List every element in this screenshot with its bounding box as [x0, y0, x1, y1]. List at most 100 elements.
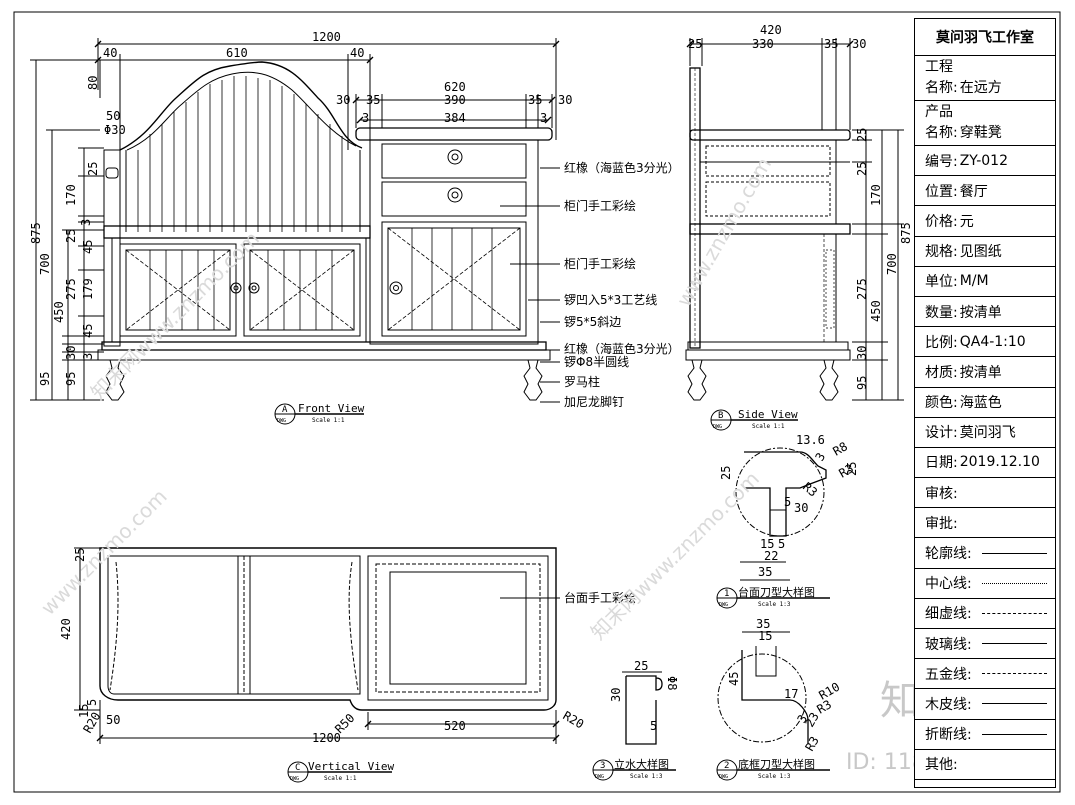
dim-d1-3: 3 [812, 450, 828, 463]
dim-d1-22: 22 [764, 549, 778, 563]
dim-side-875: 875 [899, 222, 913, 244]
dim-d2-23: 23 [802, 710, 821, 730]
row-label: 审核: [925, 485, 958, 502]
dim-cab-384: 384 [444, 111, 466, 125]
dim-h-170: 170 [64, 184, 78, 206]
title-block-row: 玻璃线: [915, 629, 1055, 660]
dim-front-arch: 80 [86, 76, 100, 90]
dim-front-50: 50 [106, 109, 120, 123]
note-door-paint-2: 柜门手工彩绘 [564, 256, 636, 271]
dim-side-275: 275 [855, 278, 869, 300]
row-value: 穿鞋凳 [959, 125, 1002, 141]
dim-front-phi30: Φ30 [104, 123, 126, 137]
dim-h-875: 875 [29, 222, 43, 244]
dim-d1-R8: R8 [831, 439, 851, 458]
dim-cab-3b: 3 [540, 111, 547, 125]
dim-d1-15: 15 [760, 537, 774, 551]
row-value: 见图纸 [959, 244, 1002, 261]
dim-d3-5: 5 [650, 719, 657, 733]
line-sample [981, 703, 1047, 705]
note-top-paint: 台面手工彩绘 [564, 590, 636, 605]
dim-cab-30a: 30 [336, 93, 350, 107]
title-block-row: 价格: 元 [915, 206, 1055, 237]
note-roman-column: 罗马柱 [564, 374, 600, 389]
note-groove: 锣凹入5*3工艺线 [564, 293, 657, 307]
row-label: 产品 [925, 104, 953, 120]
dim-top-50: 50 [106, 713, 120, 727]
dim-d2-R3b: R3 [802, 734, 821, 754]
dim-front-l: 40 [103, 46, 117, 60]
dim-top-15: 15 [77, 704, 91, 718]
view-b-name: Side View [738, 408, 798, 421]
detail-2-name: 底框刀型大样图 [738, 757, 815, 771]
dim-h-3: 3 [79, 219, 93, 226]
row-value: 按清单 [959, 304, 1002, 321]
row-label: 位置: [925, 183, 958, 200]
row-label: 规格: [925, 244, 958, 261]
detail-1-dwg: DWG [719, 602, 728, 608]
title-block-row: 编号:ZY-012 [915, 146, 1055, 177]
dim-d3-30: 30 [609, 688, 623, 702]
dim-d2-15: 15 [758, 629, 772, 643]
dim-d1-5b: 5 [778, 537, 785, 551]
row-value: 按清单 [959, 364, 1002, 381]
detail-1-id: 1 [724, 589, 729, 599]
view-b-dwg: DWG [713, 424, 722, 430]
dim-front-m: 610 [226, 46, 248, 60]
dim-h-95: 95 [38, 372, 52, 386]
dim-cab-35a: 35 [366, 93, 380, 107]
row-label: 设计: [925, 425, 958, 442]
row-value: ZY-012 [959, 152, 1008, 169]
dim-side-170: 170 [869, 184, 883, 206]
view-a-id: A [282, 405, 288, 415]
dim-side-450: 450 [869, 300, 883, 322]
view-c-scale: Scale 1:1 [324, 775, 357, 782]
row-label-value: 名称:穿鞋凳 [925, 123, 1002, 144]
dim-front-total: 1200 [312, 30, 341, 44]
front-view [30, 38, 560, 403]
dim-cab-35b: 35 [528, 93, 542, 107]
dim-d2-45: 45 [727, 672, 741, 686]
row-label: 其他: [925, 757, 958, 774]
title-block-row: 审核: [915, 478, 1055, 509]
view-a-scale: Scale 1:1 [312, 417, 345, 424]
row-label: 中心线: [925, 576, 972, 593]
row-label: 单位: [925, 274, 958, 291]
row-label: 价格: [925, 213, 958, 230]
note-bevel: 锣5*5斜边 [564, 315, 621, 329]
dim-h-25b: 25 [64, 229, 78, 243]
dim-side-330: 330 [752, 37, 774, 51]
detail-1-name: 台面刀型大样图 [738, 585, 815, 599]
drawing-frame [13, 11, 1061, 793]
dim-d2-R10: R10 [817, 680, 843, 703]
dim-d3-phi8: Φ8 [665, 676, 679, 690]
dim-cab-30b: 30 [558, 93, 572, 107]
title-block-row: 工程名称:在远方 [915, 56, 1055, 101]
dim-top-R20b: R20 [561, 708, 587, 731]
row-value: 海蓝色 [959, 395, 1002, 412]
title-block-row: 数量:按清单 [915, 297, 1055, 328]
view-b-scale: Scale 1:1 [752, 423, 785, 430]
dim-side-420: 420 [760, 23, 782, 37]
title-block-row: 设计:莫问羽飞 [915, 418, 1055, 448]
title-block-row: 审批: [915, 508, 1055, 539]
detail-3-scale: Scale 1:3 [630, 773, 663, 780]
dim-side-25: 25 [688, 37, 702, 51]
row-label: 轮廓线: [925, 546, 972, 563]
line-sample [981, 582, 1047, 584]
title-block-row: 其他: [915, 750, 1055, 780]
view-b-id: B [718, 411, 723, 421]
dim-d2-17: 17 [784, 687, 798, 701]
row-value: 元 [959, 213, 974, 230]
title-block-row: 位置:餐厅 [915, 176, 1055, 207]
dim-d1-35: 35 [758, 565, 772, 579]
dim-side-35: 35 [824, 37, 838, 51]
title-block-row: 产品名称:穿鞋凳 [915, 101, 1055, 146]
title-block-row: 比例:QA4-1:10 [915, 327, 1055, 358]
row-label: 折断线: [925, 727, 972, 744]
row-value: 在远方 [959, 80, 1002, 96]
dim-d3-25: 25 [634, 659, 648, 673]
detail-2 [717, 631, 809, 744]
